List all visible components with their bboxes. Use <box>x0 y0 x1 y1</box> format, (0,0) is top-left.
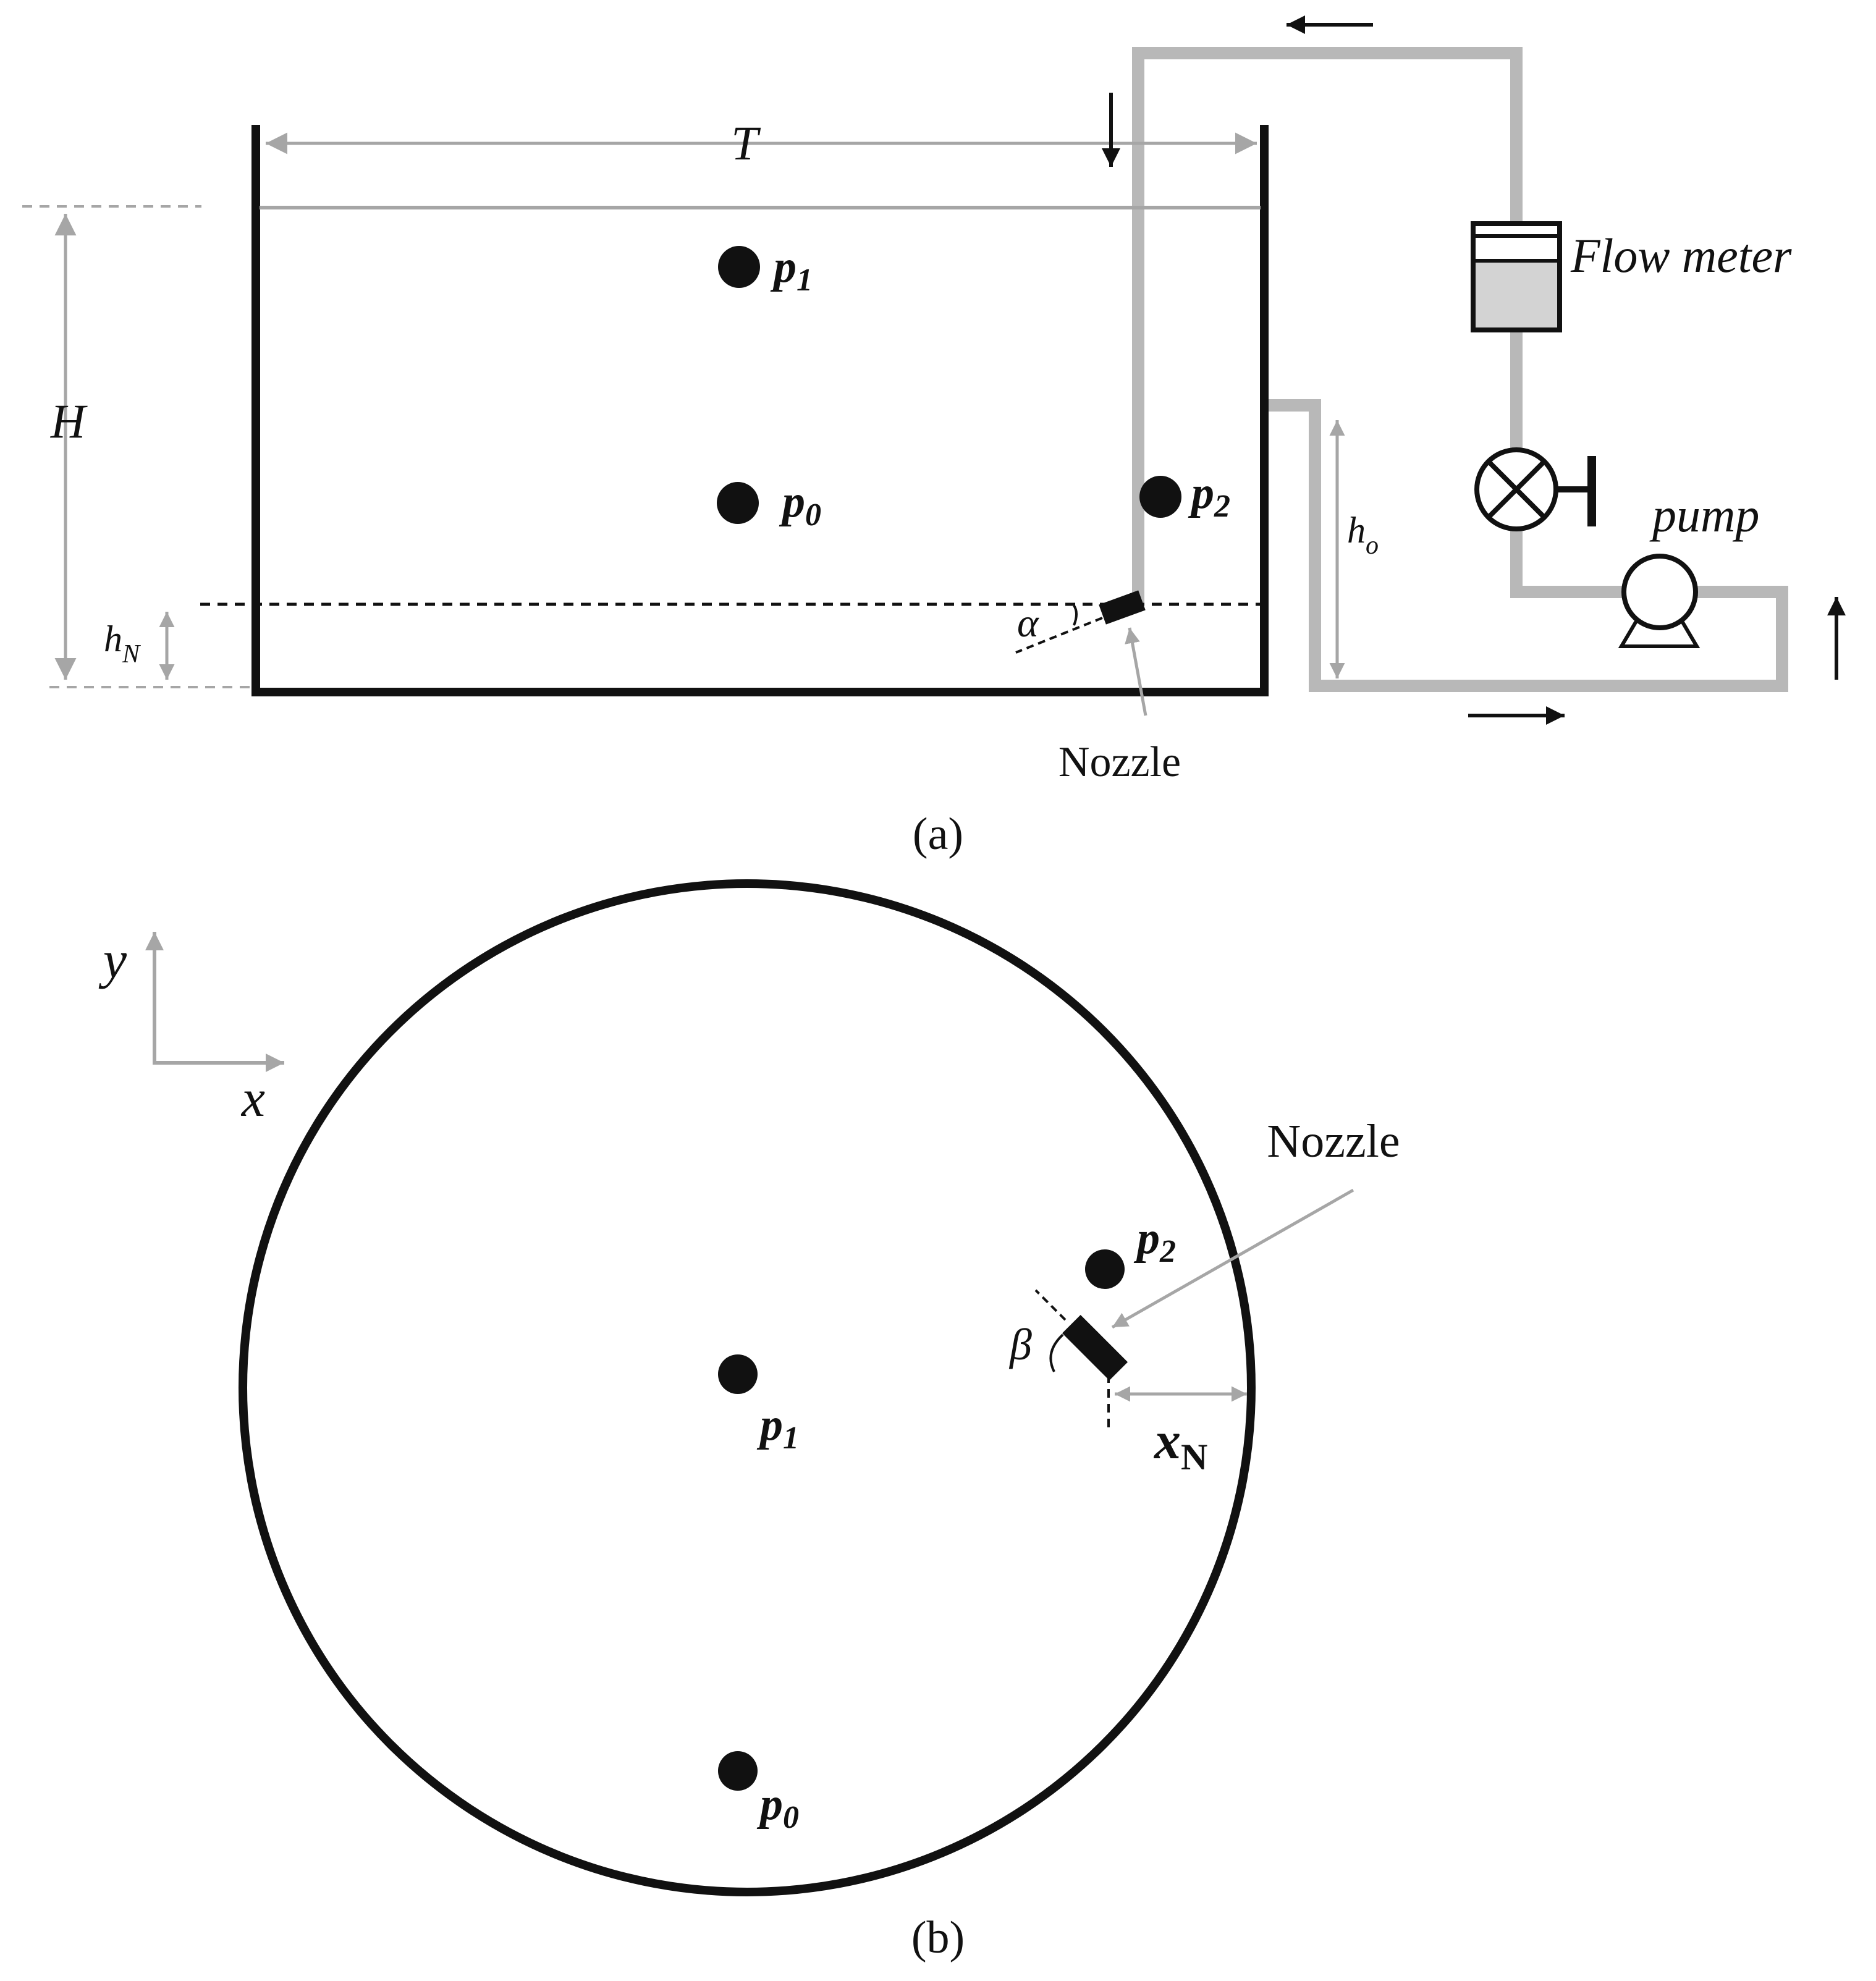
nozzle-side-view <box>1099 590 1146 625</box>
probe-p1-top-label: p1 <box>756 1400 799 1456</box>
panel-a: T H hN ho p1 p0 p2 α Nozzle <box>22 15 1846 860</box>
x-axis-label: x <box>240 1068 265 1128</box>
probe-p0-top-point <box>718 1751 758 1791</box>
hN-label: hN <box>104 619 141 669</box>
flow-meter-label: Flow meter <box>1570 229 1792 282</box>
recirculation-pipe <box>1132 47 1788 692</box>
valve-icon <box>1474 447 1596 531</box>
tank-outline <box>251 125 1269 696</box>
probe-p0-top-label: p0 <box>756 1779 799 1835</box>
probe-p1-label: p1 <box>770 242 813 298</box>
H-label: H <box>50 394 88 448</box>
ho-label: ho <box>1347 510 1379 560</box>
nozzle-label: Nozzle <box>1058 738 1181 786</box>
pump-label: pump <box>1649 488 1759 542</box>
probe-p2-label: p2 <box>1188 468 1230 524</box>
xN-label: xN <box>1153 1411 1207 1477</box>
panel-b: y x p2 p1 p0 β xN Nozzle (b) <box>98 879 1400 1963</box>
caption-a: (a) <box>913 809 963 860</box>
nozzle-top-view <box>1062 1314 1128 1381</box>
probe-p1-top-point <box>718 1354 758 1394</box>
alpha-arc <box>1073 604 1078 626</box>
y-axis-label: y <box>98 930 127 989</box>
nozzle-label-top: Nozzle <box>1267 1115 1400 1167</box>
pump-icon <box>1618 554 1701 648</box>
probe-p2-top-point <box>1085 1249 1125 1289</box>
probe-p0-point <box>717 482 759 524</box>
beta-arc <box>1049 1333 1064 1372</box>
nozzle-callout-line <box>1125 627 1147 716</box>
flow-meter-icon <box>1471 221 1562 332</box>
probe-p2-point <box>1139 476 1181 518</box>
probe-p0-label: p0 <box>779 476 821 533</box>
beta-label: β <box>1008 1320 1032 1369</box>
nozzle-axis-dashed <box>1015 617 1103 654</box>
tank-cross-section <box>239 879 1256 1896</box>
alpha-label: α <box>1017 601 1039 646</box>
nozzle-axis-dashed-top <box>1034 1289 1067 1321</box>
probe-p1-point <box>718 246 760 288</box>
T-label: T <box>731 116 761 170</box>
nozzle-callout-line-top <box>1111 1188 1354 1329</box>
coordinate-axes <box>153 943 273 1065</box>
probe-p2-top-label: p2 <box>1133 1213 1176 1269</box>
caption-b: (b) <box>911 1912 965 1963</box>
